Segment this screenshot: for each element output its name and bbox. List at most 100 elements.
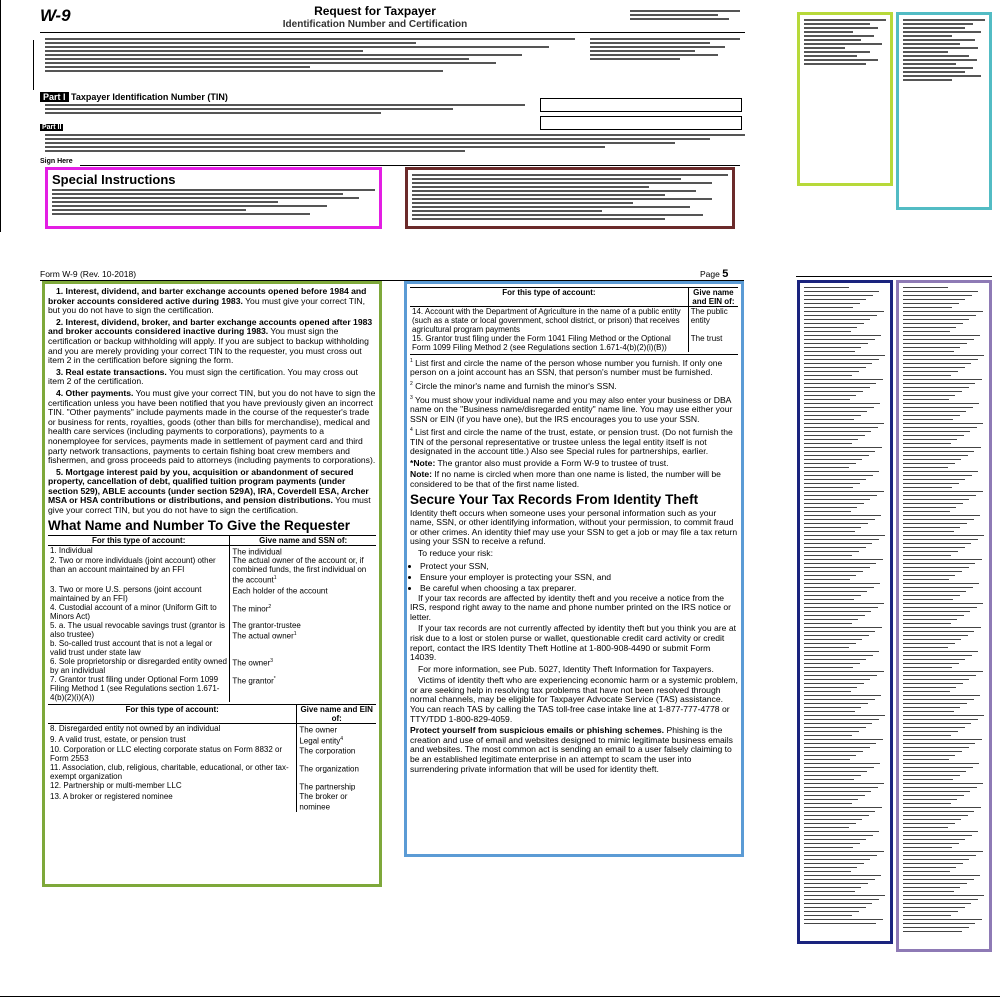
ein-table: For this type of account: Give name and … — [48, 703, 376, 812]
requester-heading: What Name and Number To Give the Request… — [48, 517, 351, 533]
footnote-marker: 2 — [268, 603, 272, 610]
footnote-marker: 3 — [270, 657, 273, 664]
account-type-cell: 11. Association, club, religious, charit… — [48, 763, 298, 782]
para-3-bold: 3. Real estate transactions. — [56, 366, 167, 377]
account-type-cell: 8. Disregarded entity not owned by an in… — [48, 723, 298, 735]
top-rule — [40, 32, 745, 33]
give-name-text: The owner — [232, 658, 271, 668]
para-2-text: You must sign the certification or backu… — [48, 326, 369, 366]
account-type-cell: 13. A broker or registered nominee — [48, 791, 298, 812]
navy-column-text — [804, 287, 886, 937]
part2-heading: Part II — [40, 124, 64, 131]
para-2: 2. Interest, dividend, broker, and barte… — [48, 317, 376, 366]
give-name-text: The grantor-trustee The actual owner — [232, 620, 301, 641]
account-type-cell: 9. A valid trust, estate, or pension tru… — [48, 734, 298, 746]
give-name-cell: Legal entity4 — [297, 735, 376, 746]
form-number-label: W-9 — [40, 6, 71, 25]
form-title-line2: Identification Number and Certification — [282, 19, 468, 30]
give-name-text: The broker or nominee — [299, 791, 348, 812]
ssn-table: For this type of account: Give name and … — [48, 534, 376, 702]
account-type-cell: 4. Custodial account of a minor (Uniform… — [48, 602, 231, 621]
footnote-2: 2 Circle the minor's name and furnish th… — [410, 380, 617, 391]
note-circled: Note: If no name is circled when more th… — [410, 469, 721, 489]
footnote-marker: 1 — [293, 630, 297, 637]
table-row: 14. Account with the Department of Agric… — [410, 306, 738, 334]
give-name-cell: The individual — [230, 545, 376, 556]
form-title-line1: Request for Taxpayer — [314, 4, 436, 18]
identity-para-3: If your tax records are affected by iden… — [410, 592, 732, 622]
para-1-text: You must give your correct TIN, but you … — [48, 295, 365, 316]
ssn-boxes — [540, 98, 742, 112]
para-1-bold: 1. Interest, dividend, and barter exchan… — [48, 286, 367, 306]
form-title: Request for Taxpayer Identification Numb… — [210, 5, 540, 31]
account-type-cell: 12. Partnership or multi-member LLC — [48, 781, 298, 792]
give-name-text: Legal entity — [299, 736, 341, 746]
para-5-bold: 5. Mortgage interest paid by you, acquis… — [48, 466, 369, 506]
account-type-cell: 6. Sole proprietorship or disregarded en… — [48, 656, 231, 675]
account-type-cell: 1. Individual — [48, 545, 231, 557]
footnote-marker: * — [273, 675, 276, 682]
identity-para-5: For more information, see Pub. 5027, Ide… — [418, 663, 714, 674]
special-instructions-text — [52, 189, 375, 225]
para-4: 4. Other payments. You must give your co… — [48, 387, 376, 466]
account-type-cell: 15. Grantor trust filing under the Form … — [410, 334, 689, 352]
signature-rule — [80, 165, 740, 166]
table-row: 5. a. The usual revocable savings trust … — [48, 620, 376, 657]
ssn-header-give: Give name and SSN of: — [229, 534, 376, 546]
identity-para-4: If your tax records are not currently af… — [410, 623, 736, 663]
give-name-cell: The grantor* — [230, 675, 376, 702]
part2-label: Part II — [40, 124, 64, 131]
footnote-1: 1 List first and circle the name of the … — [410, 357, 723, 378]
give-name-text: The corporation — [299, 746, 356, 756]
table-row: 15. Grantor trust filing under the Form … — [410, 334, 738, 352]
give-name-cell: The owner — [297, 723, 376, 735]
page-number: Page 5 — [700, 268, 728, 280]
give-name-cell: The actual owner of the account or, if c… — [230, 556, 376, 585]
page-label: Page — [700, 269, 720, 279]
ein-boxes — [540, 116, 742, 130]
risk-item: Ensure your employer is protecting your … — [420, 572, 738, 583]
give-name-cell: The corporation — [297, 745, 376, 763]
give-name-text: The individual — [232, 547, 282, 557]
risk-item: Protect your SSN, — [420, 561, 738, 572]
give-name-text: The owner — [299, 725, 338, 735]
give-name-cell: The broker or nominee — [297, 792, 376, 812]
table-row: 8. Disregarded entity not owned by an in… — [48, 723, 376, 735]
sign-here-label: Sign Here — [40, 158, 73, 165]
table-row: 2. Two or more individuals (joint accoun… — [48, 556, 376, 585]
footnote-marker: 1 — [273, 575, 277, 582]
certification-text — [45, 134, 745, 156]
exemptions-block — [590, 38, 740, 84]
give-name-text: The actual owner of the account or, if c… — [232, 556, 367, 585]
bottom-rule — [0, 996, 1000, 997]
identity-theft-heading: Secure Your Tax Records From Identity Th… — [410, 491, 699, 507]
account-type-cell: 5. a. The usual revocable savings trust … — [48, 620, 231, 657]
table-row: 6. Sole proprietorship or disregarded en… — [48, 656, 376, 675]
para-4-text: You must give your correct TIN, but you … — [48, 387, 376, 466]
identity-para-6: Victims of identity theft who are experi… — [410, 675, 738, 724]
para-5-text: You must give your correct TIN, but you … — [48, 495, 371, 516]
table-row: 10. Corporation or LLC electing corporat… — [48, 745, 376, 764]
right-page-rule — [796, 276, 992, 277]
identity-para-2: To reduce your risk: — [418, 547, 493, 558]
give-name-cell: The partnership — [297, 781, 376, 792]
give-name-text: The grantor — [232, 676, 274, 686]
para-4-bold: 4. Other payments. — [56, 387, 134, 398]
give-name-cell: The organization — [297, 763, 376, 781]
give-name-text: The partnership — [299, 782, 356, 792]
part1-title: Taxpayer Identification Number (TIN) — [71, 92, 228, 102]
left-edge-mark — [0, 0, 1, 232]
ein-table-continued: For this type of account: Give name and … — [410, 287, 738, 352]
name-address-block — [45, 38, 575, 90]
identity-para-1: Identity theft occurs when someone uses … — [410, 507, 738, 547]
instructions-list-text — [412, 174, 728, 226]
teal-thumbnail-box — [896, 12, 992, 210]
give-name-text: The minor — [232, 604, 269, 614]
form-page-1-thumbnail: W-9 Request for Taxpayer Identification … — [0, 0, 760, 240]
purple-thumbnail-column — [896, 280, 992, 952]
table-row: 7. Grantor trust filing under Optional F… — [48, 674, 376, 702]
lime-thumbnail-box — [797, 12, 893, 186]
